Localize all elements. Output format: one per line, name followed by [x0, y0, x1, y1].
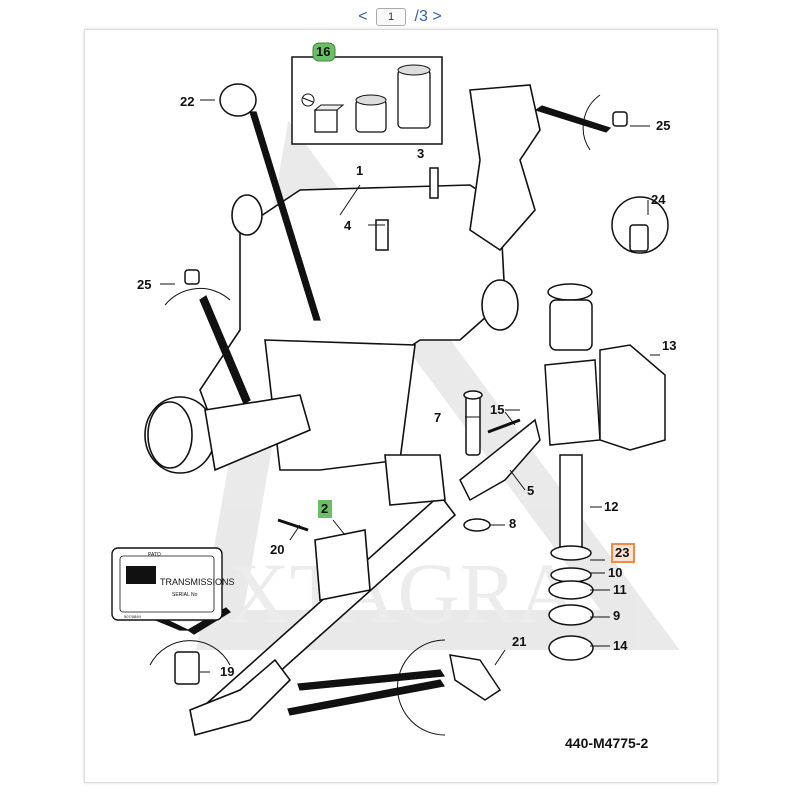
plate-code: 507/08/M — [124, 614, 141, 619]
identification-plate: PATO TRANSMISSIONS SERIAL No 507/08/M — [111, 547, 235, 621]
plate-brand: TRANSMISSIONS — [160, 577, 235, 587]
callout-2: 2 — [318, 500, 332, 518]
callout-number: 23 — [615, 545, 629, 560]
callout-5: 5 — [527, 483, 534, 498]
callout-number: 11 — [613, 582, 627, 597]
page-navigator: < 1 /3 > — [0, 8, 800, 32]
callout-10: 10 — [608, 565, 622, 580]
callout-12: 12 — [604, 499, 618, 514]
callout-25: 25 — [137, 277, 151, 292]
next-page-button[interactable]: > — [432, 8, 442, 25]
callout-number: 3 — [417, 146, 424, 161]
leader-lines — [144, 105, 612, 716]
callout-number: 15 — [490, 402, 504, 417]
callout-number: 8 — [509, 516, 516, 531]
axle-beam — [144, 84, 541, 474]
drawing-reference-code: 440-M4775-2 — [565, 735, 648, 751]
seal-kit-box — [291, 56, 443, 145]
callout-badge — [611, 543, 635, 563]
callout-number: 22 — [180, 94, 194, 109]
callout-number: 7 — [434, 410, 441, 425]
callout-number: 12 — [604, 499, 618, 514]
callout-1: 1 — [356, 163, 363, 178]
callout-badge — [318, 500, 332, 518]
steering-cylinder — [189, 454, 457, 736]
callout-14: 14 — [613, 638, 628, 653]
thin-leaders — [160, 99, 660, 673]
callout-8: 8 — [509, 516, 516, 531]
callout-16: 16 — [312, 42, 336, 62]
callout-24: 24 — [651, 192, 666, 207]
callout-number: 24 — [651, 192, 666, 207]
callout-number: 1 — [356, 163, 363, 178]
callout-number: 25 — [656, 118, 670, 133]
callout-number: 13 — [662, 338, 676, 353]
plate-serial: SERIAL No — [172, 592, 198, 598]
callout-badge — [312, 42, 336, 62]
callout-number: 2 — [321, 501, 328, 516]
callout-22: 22 — [180, 94, 194, 109]
callout-number: 20 — [270, 542, 284, 557]
callout-number: 14 — [613, 638, 628, 653]
callout-3: 3 — [417, 146, 424, 161]
callout-number: 5 — [527, 483, 534, 498]
callout-7: 7 — [434, 410, 441, 425]
callout-15: 15 — [490, 402, 504, 417]
callout-13: 13 — [662, 338, 676, 353]
steering-arm-parts — [459, 390, 541, 532]
callout-25: 25 — [656, 118, 670, 133]
callout-4: 4 — [344, 218, 352, 233]
callout-number: 21 — [512, 634, 526, 649]
callout-number: 16 — [316, 44, 330, 59]
callout-11: 11 — [613, 582, 627, 597]
callout-20: 20 — [270, 542, 284, 557]
small-parts — [174, 83, 669, 701]
detail-arcs — [149, 94, 601, 736]
plate-line1: PATO — [148, 552, 161, 558]
callout-number: 4 — [344, 218, 352, 233]
callout-23: 23 — [611, 543, 635, 563]
callout-number: 19 — [220, 664, 234, 679]
king-pin-stack — [544, 283, 666, 661]
callout-number: 10 — [608, 565, 622, 580]
callout-number: 9 — [613, 608, 620, 623]
callout-19: 19 — [220, 664, 234, 679]
callout-21: 21 — [512, 634, 526, 649]
callout-9: 9 — [613, 608, 620, 623]
prev-page-button[interactable]: < — [358, 8, 368, 25]
page-number-input[interactable]: 1 — [376, 8, 407, 26]
callout-number: 25 — [137, 277, 151, 292]
page-total: /3 — [414, 8, 428, 25]
